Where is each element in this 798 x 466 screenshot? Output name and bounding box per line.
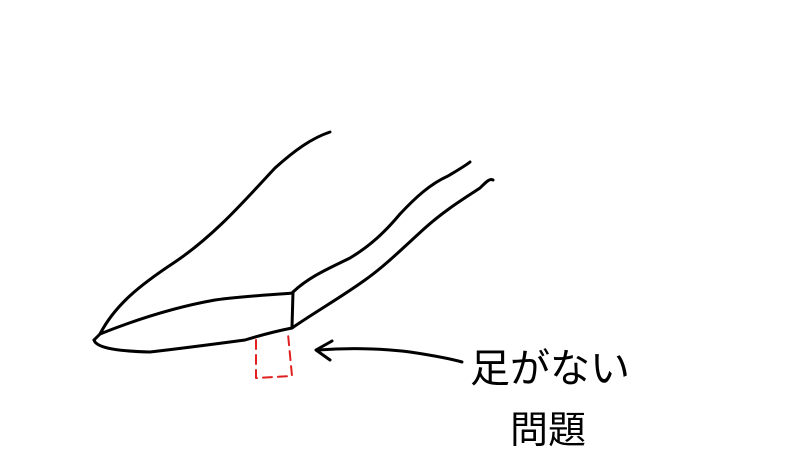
board-back-bottom bbox=[290, 178, 495, 330]
board-bottom-edge bbox=[92, 326, 294, 354]
board-left-tip bbox=[92, 332, 102, 342]
slanted-board bbox=[92, 130, 495, 354]
board-top-edge bbox=[98, 130, 332, 336]
board-back-top bbox=[291, 160, 472, 294]
board-front-edge bbox=[290, 290, 295, 329]
missing-leg-indicator bbox=[255, 333, 293, 379]
annotation-line-2: 問題 bbox=[510, 408, 586, 452]
pointer-arrow bbox=[314, 339, 464, 364]
annotation-line-1: 足がない bbox=[470, 346, 630, 392]
dashed-red-box-icon bbox=[255, 333, 293, 379]
board-inner-edge bbox=[98, 291, 295, 336]
arrow-shaft bbox=[316, 347, 464, 364]
left-arrow-icon bbox=[314, 339, 334, 362]
